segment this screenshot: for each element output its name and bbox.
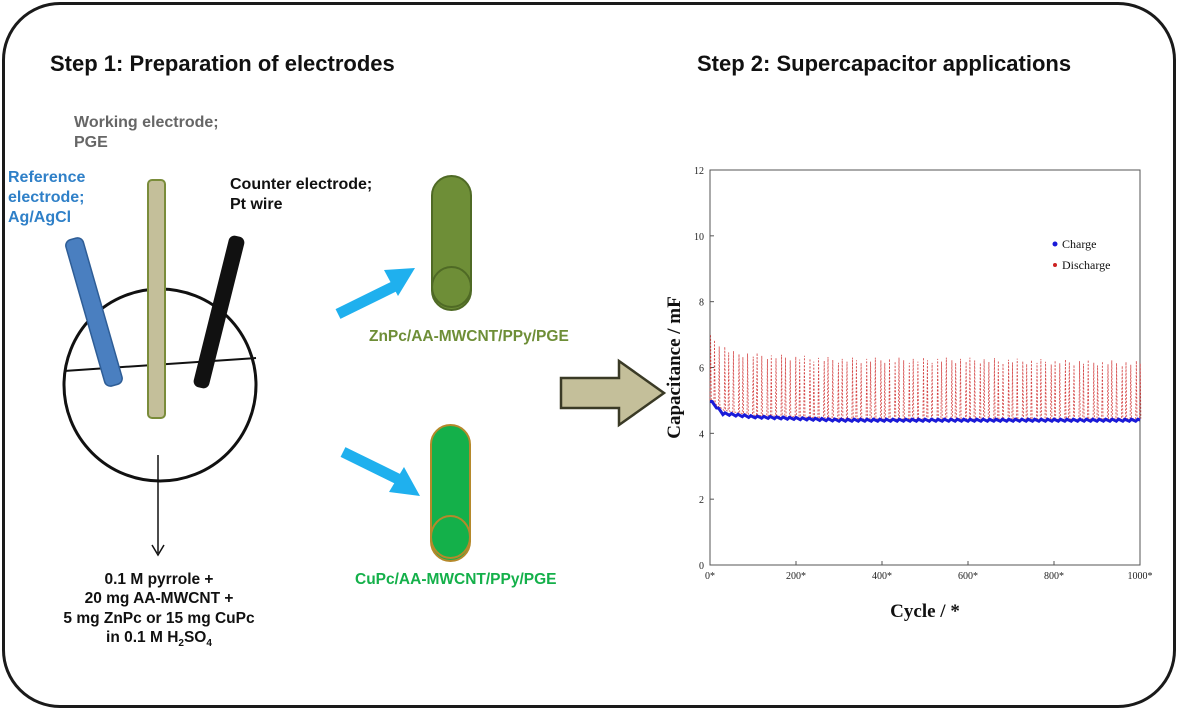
arrow-to-cu-electrode (340, 447, 420, 496)
solution-line4: in 0.1 M H2SO4 (106, 629, 212, 650)
reference-electrode-label-line3: Ag/AgCl (8, 209, 72, 226)
cu-modified-electrode (430, 424, 471, 562)
cu-electrode-label: CuPc/AA-MWCNT/PPy/PGE (355, 571, 557, 588)
x-tick-label: 1000* (1128, 571, 1153, 582)
x-tick-label: 800* (1044, 571, 1064, 582)
solution-line2: 20 mg AA-MWCNT + (84, 590, 234, 608)
zn-electrode-label: ZnPc/AA-MWCNT/PPy/PGE (369, 328, 569, 345)
capacitance-chart: 0 2 4 6 8 10 12 0* 200* 400* 600* 800* 1000* Cycle / … (664, 166, 1153, 622)
working-electrode-label-line2: PGE (74, 134, 108, 151)
reference-electrode-label-line1: Reference (8, 169, 86, 186)
y-tick-label: 0 (699, 561, 704, 572)
y-tick-label: 12 (694, 166, 704, 177)
step2-title: Step 2: Supercapacitor applications (697, 51, 1072, 76)
x-tick-label: 600* (958, 571, 978, 582)
arrow-to-zn-electrode (335, 268, 415, 319)
y-tick-label: 2 (699, 495, 704, 506)
reference-electrode-label-line2: electrode; (8, 189, 85, 206)
solution-line3: 5 mg ZnPc or 15 mg CuPc (63, 609, 255, 627)
solution-composition: 0.1 M pyrrole + 20 mg AA-MWCNT + 5 mg Zn… (52, 570, 266, 651)
series-discharge (709, 334, 1142, 421)
process-arrow (559, 358, 667, 428)
counter-electrode-label: Counter electrode; Pt wire (230, 175, 372, 215)
legend-charge-label: Charge (1062, 237, 1096, 251)
y-axis-label: Capacitance / mF (664, 296, 685, 438)
y-tick-label: 10 (694, 232, 704, 243)
x-tick-label: 200* (786, 571, 806, 582)
counter-electrode-label-line2: Pt wire (230, 196, 283, 213)
legend-charge-marker (1052, 241, 1058, 247)
reference-electrode (65, 237, 123, 387)
x-axis-label: Cycle / * (890, 601, 960, 622)
y-tick-label: 8 (699, 298, 704, 309)
working-electrode-label: Working electrode; PGE (74, 113, 219, 153)
working-electrode (147, 179, 166, 419)
zn-modified-electrode (431, 175, 472, 311)
y-tick-label: 6 (699, 364, 704, 375)
legend-discharge-label: Discharge (1062, 258, 1110, 272)
step1-title: Step 1: Preparation of electrodes (50, 51, 395, 76)
x-tick-label: 0* (705, 571, 715, 582)
counter-electrode (193, 235, 245, 389)
legend-discharge-marker (1053, 263, 1057, 267)
y-tick-label: 4 (699, 429, 704, 440)
x-tick-label: 400* (872, 571, 892, 582)
solution-line1: 0.1 M pyrrole + (104, 571, 214, 588)
series-charge (709, 399, 1141, 424)
solution-arrow-head (151, 544, 165, 557)
reference-electrode-label: Reference electrode; Ag/AgCl (8, 168, 85, 228)
counter-electrode-label-line1: Counter electrode; (230, 176, 373, 193)
working-electrode-label-line1: Working electrode; (74, 114, 219, 131)
plot-area (709, 169, 1141, 566)
